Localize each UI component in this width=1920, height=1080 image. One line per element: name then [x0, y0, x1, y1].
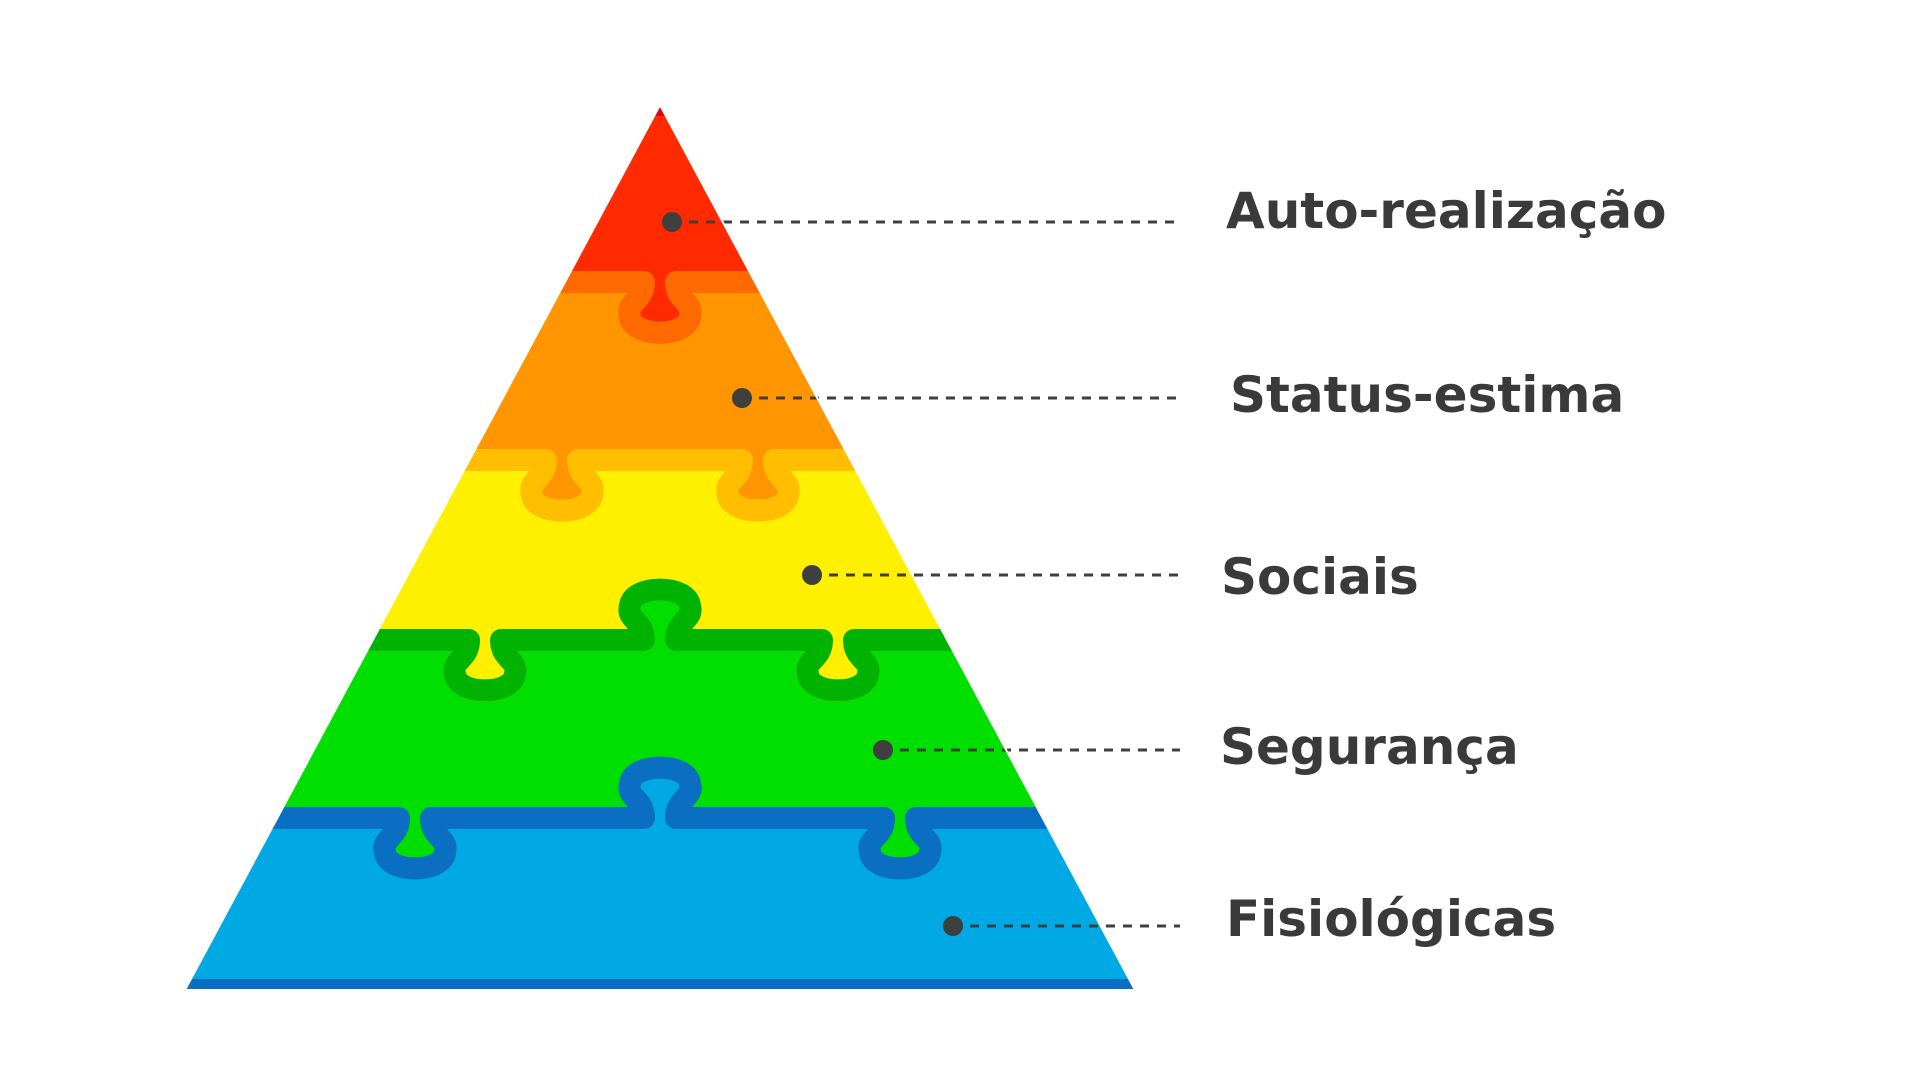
level-label-2: Status-estima [1230, 366, 1624, 424]
leader-dot-5 [943, 916, 963, 936]
leader-dot-3 [802, 565, 822, 585]
pyramid-level-2-outline [0, 282, 1920, 510]
level-label-3: Sociais [1221, 548, 1419, 606]
pyramid-level-2 [0, 282, 1920, 510]
leader-dot-4 [873, 740, 893, 760]
level-label-1: Auto-realização [1226, 182, 1666, 240]
leader-dot-1 [662, 212, 682, 232]
leader-dot-2 [732, 388, 752, 408]
level-label-4: Segurança [1220, 718, 1519, 776]
pyramid-level-3-outline [0, 460, 1920, 690]
level-label-5: Fisiológicas [1226, 890, 1556, 948]
pyramid-level-3 [0, 460, 1920, 690]
